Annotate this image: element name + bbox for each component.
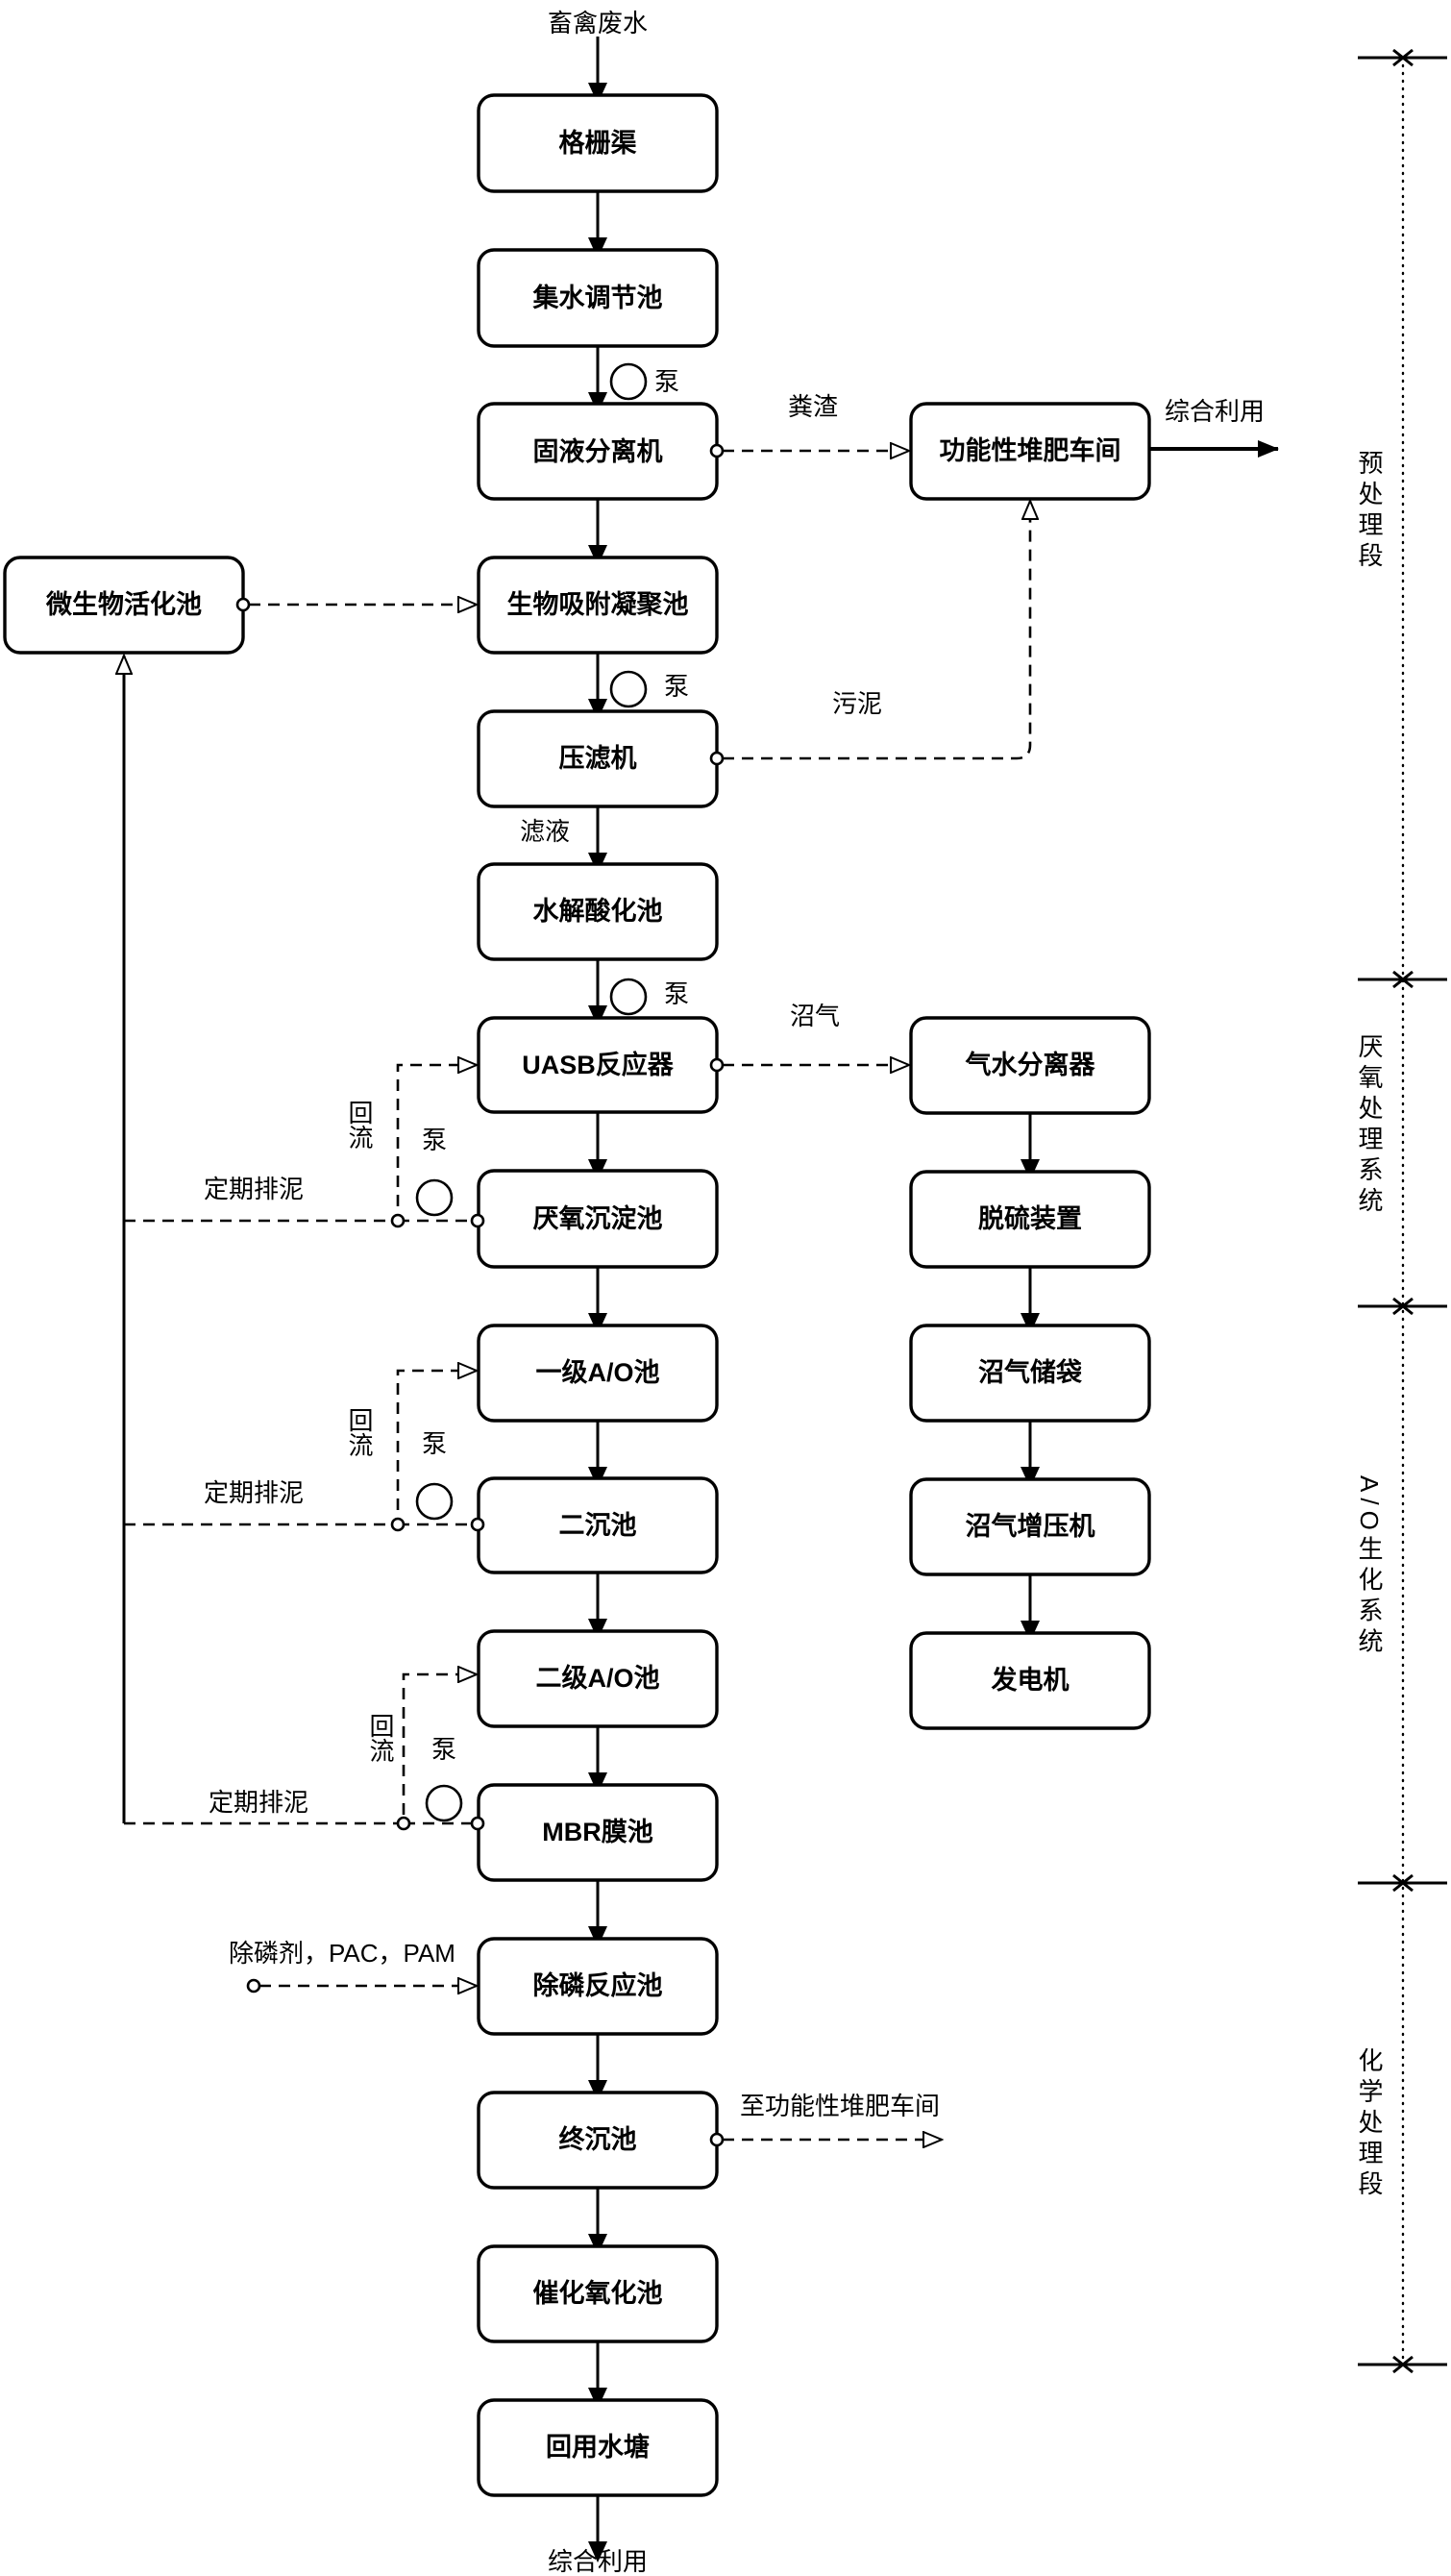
reflux-label: 回流 bbox=[345, 1407, 374, 1457]
pump-label: 泵 bbox=[422, 1429, 447, 1458]
pump-icon: 泵 bbox=[609, 362, 679, 401]
box-hydrolysis: 水解酸化池 bbox=[477, 862, 719, 961]
pump-icon: 泵 bbox=[609, 978, 689, 1016]
reflux-loop-ao2: 泵 回流 定期排泥 bbox=[124, 1674, 485, 1831]
compost-output-arrow: 综合利用 bbox=[1149, 397, 1279, 458]
svg-text:泵: 泵 bbox=[664, 672, 689, 701]
box-microbe-activation: 微生物活化池 bbox=[3, 556, 245, 655]
box-phosphorus-removal: 除磷反应池 bbox=[477, 1937, 719, 2036]
manure-residue-line: 粪渣 bbox=[709, 392, 909, 457]
box-uasb: UASB反应器 bbox=[477, 1016, 719, 1114]
stage-label-chemical: 化学处理段 bbox=[1355, 2047, 1384, 2201]
svg-text:一级A/O池: 一级A/O池 bbox=[535, 1357, 659, 1387]
box-generator: 发电机 bbox=[909, 1631, 1151, 1730]
to-compost-line: 至功能性堆肥车间 bbox=[709, 2092, 942, 2145]
svg-text:回用水塘: 回用水塘 bbox=[546, 2432, 650, 2462]
svg-text:沼气: 沼气 bbox=[790, 1002, 840, 1030]
box-biogas-compressor: 沼气增压机 bbox=[909, 1477, 1151, 1576]
periodic-discharge-label: 定期排泥 bbox=[204, 1175, 304, 1203]
svg-text:固液分离机: 固液分离机 bbox=[533, 436, 663, 466]
svg-text:UASB反应器: UASB反应器 bbox=[522, 1050, 675, 1079]
reflux-loop-anaerobic: 泵 回流 定期排泥 bbox=[124, 1065, 485, 1228]
box-bio-adsorption: 生物吸附凝聚池 bbox=[477, 556, 719, 655]
output-label: 综合利用 bbox=[548, 2547, 648, 2576]
pump-label: 泵 bbox=[422, 1126, 447, 1154]
box-anaerobic-settling: 厌氧沉淀池 bbox=[477, 1169, 719, 1269]
svg-text:污泥: 污泥 bbox=[832, 689, 882, 718]
box-ao1: 一级A/O池 bbox=[477, 1324, 719, 1423]
box-final-settling: 终沉池 bbox=[477, 2091, 719, 2190]
box-desulfurization: 脱硫装置 bbox=[909, 1170, 1151, 1269]
input-label: 畜禽废水 bbox=[548, 9, 648, 37]
svg-text:脱硫装置: 脱硫装置 bbox=[978, 1203, 1082, 1233]
stage-label-ao-bio: A/O生化系统 bbox=[1355, 1475, 1384, 1659]
svg-text:泵: 泵 bbox=[654, 367, 679, 396]
periodic-discharge-label: 定期排泥 bbox=[204, 1478, 304, 1507]
svg-text:气水分离器: 气水分离器 bbox=[965, 1050, 1096, 1079]
svg-text:微生物活化池: 微生物活化池 bbox=[45, 590, 202, 619]
stage-label-anaerobic: 厌氧处理系统 bbox=[1355, 1033, 1384, 1218]
svg-text:泵: 泵 bbox=[664, 979, 689, 1008]
box-separator: 固液分离机 bbox=[477, 402, 719, 501]
svg-text:水解酸化池: 水解酸化池 bbox=[533, 897, 663, 926]
stage-axis bbox=[1358, 48, 1447, 2374]
svg-text:MBR膜池: MBR膜池 bbox=[542, 1818, 653, 1846]
box-grid-channel: 格栅渠 bbox=[477, 93, 719, 193]
box-mbr: MBR膜池 bbox=[477, 1783, 719, 1882]
box-compost-workshop: 功能性堆肥车间 bbox=[909, 402, 1151, 501]
svg-text:除磷反应池: 除磷反应池 bbox=[533, 1970, 663, 2000]
box-biogas-bag: 沼气储袋 bbox=[909, 1324, 1151, 1423]
svg-text:沼气增压机: 沼气增压机 bbox=[966, 1511, 1095, 1541]
reflux-loop-ao1: 泵 回流 定期排泥 bbox=[124, 1371, 485, 1532]
svg-text:终沉池: 终沉池 bbox=[559, 2124, 637, 2154]
reflux-label: 回流 bbox=[345, 1100, 374, 1150]
svg-text:粪渣: 粪渣 bbox=[788, 392, 838, 421]
pump-icon: 泵 bbox=[609, 670, 689, 708]
box-gas-water-separator: 气水分离器 bbox=[909, 1016, 1151, 1115]
svg-text:格栅渠: 格栅渠 bbox=[559, 129, 637, 158]
svg-text:二级A/O池: 二级A/O池 bbox=[535, 1663, 659, 1693]
svg-text:厌氧沉淀池: 厌氧沉淀池 bbox=[533, 1203, 663, 1233]
svg-text:至功能性堆肥车间: 至功能性堆肥车间 bbox=[740, 2092, 940, 2120]
pump-label: 泵 bbox=[431, 1735, 456, 1764]
svg-text:生物吸附凝聚池: 生物吸附凝聚池 bbox=[507, 590, 689, 619]
box-catalytic-oxidation: 催化氧化池 bbox=[477, 2244, 719, 2343]
box-filter-press: 压滤机 bbox=[477, 709, 719, 808]
svg-text:沼气储袋: 沼气储袋 bbox=[978, 1358, 1083, 1387]
svg-text:压滤机: 压滤机 bbox=[559, 744, 637, 773]
svg-text:集水调节池: 集水调节池 bbox=[532, 283, 663, 312]
stage-label-pretreatment: 预处理段 bbox=[1355, 450, 1384, 573]
svg-text:二沉池: 二沉池 bbox=[559, 1511, 637, 1540]
periodic-discharge-label: 定期排泥 bbox=[209, 1788, 308, 1817]
chemical-dosing-line: 除磷剂，PAC，PAM bbox=[229, 1939, 477, 1992]
svg-text:催化氧化池: 催化氧化池 bbox=[533, 2279, 663, 2308]
svg-text:除磷剂，PAC，PAM: 除磷剂，PAC，PAM bbox=[229, 1939, 455, 1968]
box-secondary-settling: 二沉池 bbox=[477, 1476, 719, 1574]
microbe-to-adsorption-line bbox=[235, 599, 477, 610]
box-collection-tank: 集水调节池 bbox=[477, 248, 719, 348]
svg-text:综合利用: 综合利用 bbox=[1165, 397, 1265, 426]
svg-text:发电机: 发电机 bbox=[991, 1665, 1070, 1695]
box-reuse-pond: 回用水塘 bbox=[477, 2398, 719, 2497]
box-ao2: 二级A/O池 bbox=[477, 1629, 719, 1728]
filtrate-label: 滤液 bbox=[520, 817, 570, 846]
svg-text:功能性堆肥车间: 功能性堆肥车间 bbox=[940, 435, 1121, 465]
reflux-label: 回流 bbox=[366, 1713, 395, 1763]
sludge-line: 污泥 bbox=[709, 501, 1030, 766]
biogas-line: 沼气 bbox=[709, 1002, 909, 1071]
